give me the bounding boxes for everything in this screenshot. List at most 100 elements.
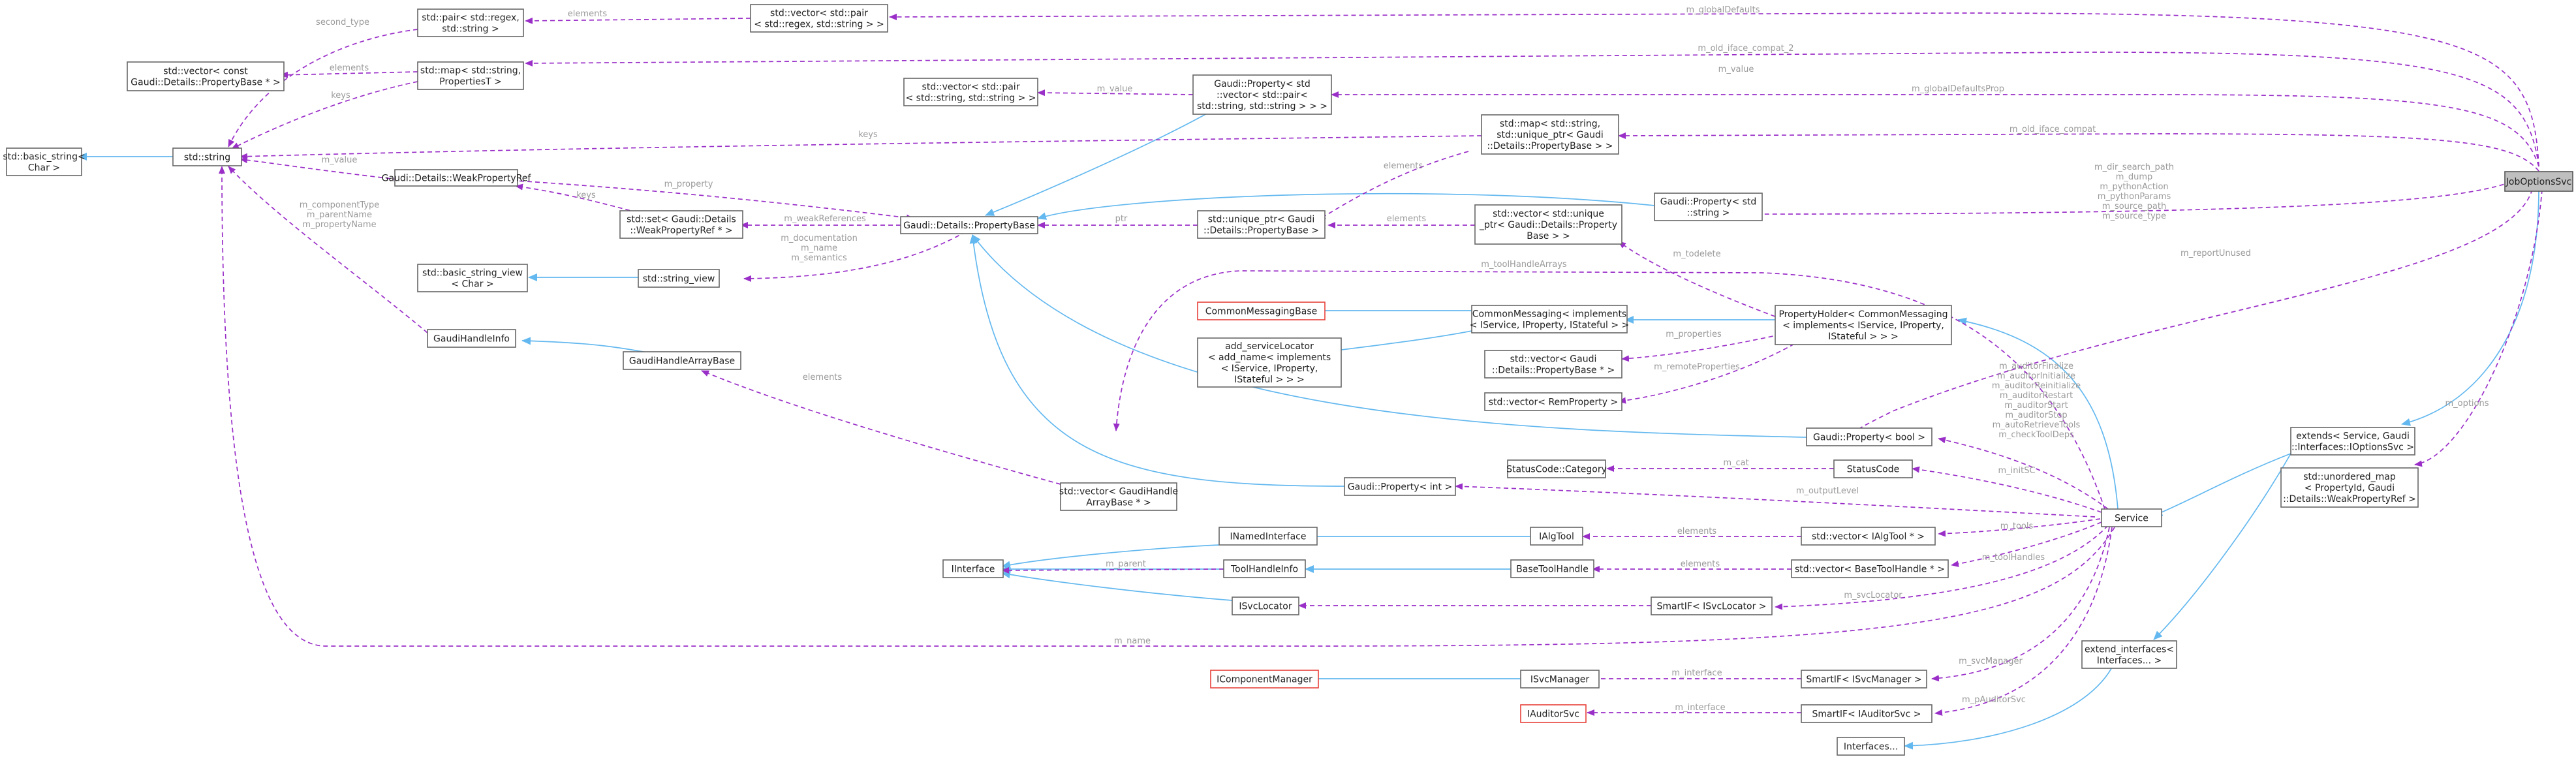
node-label-line: Char > xyxy=(28,163,60,174)
edge-label-todelete: m_todelete xyxy=(1673,249,1720,259)
node-label-line: std::string_view xyxy=(643,274,715,285)
class-node-iface[interactable]: IInterface xyxy=(942,559,1004,578)
class-node-statuscode[interactable]: StatusCode xyxy=(1833,459,1913,478)
class-node-cm-impl[interactable]: CommonMessaging< implements< IService, I… xyxy=(1470,305,1629,333)
edge-label-auditors: m_auditorInitialize xyxy=(1997,371,2075,381)
class-node-map-unique[interactable]: std::map< std::string,std::unique_ptr< G… xyxy=(1481,114,1619,155)
class-node-bsv[interactable]: std::basic_string_view< Char > xyxy=(417,264,528,292)
class-node-vec-pair-str[interactable]: std::vector< std::pair< std::string, std… xyxy=(903,78,1038,106)
class-node-prop-bool[interactable]: Gaudi::Property< bool > xyxy=(1806,427,1932,446)
edge-label-comp: m_componentType xyxy=(300,200,380,210)
node-box xyxy=(1197,210,1326,239)
class-node-vec-gdpb[interactable]: std::vector< Gaudi::Details::PropertyBas… xyxy=(1484,350,1622,379)
class-node-service[interactable]: Service xyxy=(2101,508,2162,527)
edge-use-auditors xyxy=(1938,437,2109,510)
edge-use-second-type xyxy=(228,29,418,147)
class-node-vec-remprop[interactable]: std::vector< RemProperty > xyxy=(1484,392,1622,411)
node-label-line: SmartIF< IAuditorSvc > xyxy=(1812,709,1921,720)
class-node-prop-int[interactable]: Gaudi::Property< int > xyxy=(1344,477,1456,496)
class-node-map-propT[interactable]: std::map< std::string,PropertiesT > xyxy=(417,61,524,90)
class-node-inamed[interactable]: INamedInterface xyxy=(1218,527,1318,546)
edge-inherit-jobopts-extends xyxy=(2401,189,2539,426)
node-label-line: std::unordered_map xyxy=(2303,472,2396,482)
class-node-iauditor[interactable]: IAuditorSvc xyxy=(1520,704,1587,723)
node-label-line: std::vector< GaudiHandle xyxy=(1059,487,1178,497)
edge-use-globaldefaults xyxy=(889,12,2539,167)
class-node-ialgtool[interactable]: IAlgTool xyxy=(1530,527,1583,546)
class-node-unique-pb[interactable]: std::unique_ptr< Gaudi::Details::Propert… xyxy=(1197,210,1326,239)
class-node-ifaces[interactable]: Interfaces... xyxy=(1837,737,1905,756)
node-label-line: ::Details::PropertyBase > > xyxy=(1487,141,1613,151)
edge-label-svcManager: m_svcManager xyxy=(1959,657,2023,666)
class-node-ghab[interactable]: GaudiHandleArrayBase xyxy=(623,351,741,370)
edge-label-value1: m_value xyxy=(1097,84,1133,94)
class-node-propbase[interactable]: Gaudi::Details::PropertyBase xyxy=(900,216,1038,234)
edge-label-elements5: elements xyxy=(803,373,843,382)
node-label-line: extend_interfaces< xyxy=(2085,645,2174,655)
class-node-vec-unique[interactable]: std::vector< std::unique_ptr< Gaudi::Det… xyxy=(1474,204,1622,245)
class-node-JobOptionsSvc[interactable]: JobOptionsSvc xyxy=(2504,171,2573,192)
class-node-pair-regex[interactable]: std::pair< std::regex,std::string > xyxy=(417,8,524,37)
node-label-line: std::string xyxy=(184,153,230,163)
class-node-bth[interactable]: BaseToolHandle xyxy=(1510,559,1594,578)
node-label-line: ToolHandleInfo xyxy=(1230,565,1298,575)
node-box xyxy=(417,8,524,37)
class-node-smart-mgr[interactable]: SmartIF< ISvcManager > xyxy=(1801,670,1927,689)
class-node-vec-pair-regex[interactable]: std::vector< std::pair< std::regex, std:… xyxy=(750,4,888,33)
node-label-line: std::vector< RemProperty > xyxy=(1489,397,1618,408)
node-box xyxy=(1192,74,1332,115)
class-node-ph[interactable]: PropertyHolder< CommonMessaging< impleme… xyxy=(1775,305,1952,345)
node-label-line: IAlgTool xyxy=(1539,532,1574,542)
node-label-line: ::vector< std::pair< xyxy=(1217,90,1308,101)
class-node-smart-loc[interactable]: SmartIF< ISvcLocator > xyxy=(1651,596,1773,615)
class-node-ext-ifaces[interactable]: extend_interfaces<Interfaces... > xyxy=(2081,640,2177,669)
class-node-prop-vec-pair[interactable]: Gaudi::Property< std::vector< std::pair<… xyxy=(1192,74,1332,115)
node-label-line: ::Details::WeakPropertyRef > xyxy=(2283,494,2416,504)
class-node-addsl[interactable]: add_serviceLocator< add_name< implements… xyxy=(1197,337,1342,388)
node-label-line: IInterface xyxy=(952,565,995,575)
node-label-line: SmartIF< ISvcLocator > xyxy=(1656,602,1766,612)
edge-inherit-propbool-propbase xyxy=(972,234,1807,438)
node-box xyxy=(1197,337,1342,388)
edge-use-tohandlearrays xyxy=(1113,270,2105,510)
node-box xyxy=(2504,171,2573,192)
class-node-string-view[interactable]: std::string_view xyxy=(638,269,720,288)
class-node-statuscat[interactable]: StatusCode::Category xyxy=(1506,459,1607,478)
class-node-isvcmgr[interactable]: ISvcManager xyxy=(1520,670,1600,689)
class-node-string[interactable]: std::string xyxy=(172,147,242,166)
class-node-vec-ghab[interactable]: std::vector< GaudiHandleArrayBase * > xyxy=(1059,482,1178,511)
edge-use-todelete xyxy=(1618,241,1776,317)
node-label-line: std::string, std::string > > > xyxy=(1197,101,1327,112)
class-node-set-weakref[interactable]: std::set< Gaudi::Details::WeakPropertyRe… xyxy=(619,210,743,239)
node-label-line: < add_name< implements xyxy=(1208,352,1331,363)
node-box xyxy=(1471,305,1628,333)
class-node-smart-aud[interactable]: SmartIF< IAuditorSvc > xyxy=(1801,704,1932,723)
edge-label-auditors: m_auditorReinitialize xyxy=(1992,381,2081,391)
class-node-umap[interactable]: std::unordered_map< PropertyId, Gaudi::D… xyxy=(2280,467,2419,508)
class-node-extends[interactable]: extends< Service, Gaudi::Interfaces::IOp… xyxy=(2290,427,2415,456)
node-label-line: std::vector< std::pair xyxy=(922,82,1020,93)
class-node-basic-string[interactable]: std::basic_string<Char > xyxy=(3,147,85,176)
edge-inherit-propvec-propbase xyxy=(985,109,1215,216)
class-node-cmb[interactable]: CommonMessagingBase xyxy=(1197,302,1326,320)
class-node-vec-ialgtool[interactable]: std::vector< IAlgTool * > xyxy=(1801,527,1936,546)
class-node-vec-const-pb[interactable]: std::vector< constGaudi::Details::Proper… xyxy=(127,61,285,91)
class-node-ghi[interactable]: GaudiHandleInfo xyxy=(427,329,516,348)
edge-use-keys2 xyxy=(240,135,1482,160)
edge-use-svcmanager xyxy=(1931,527,2110,682)
node-label-line: IComponentManager xyxy=(1217,675,1312,685)
class-node-vec-bth[interactable]: std::vector< BaseToolHandle * > xyxy=(1791,559,1949,578)
class-node-thi[interactable]: ToolHandleInfo xyxy=(1223,559,1306,578)
class-node-isvcloc[interactable]: ISvcLocator xyxy=(1232,596,1299,615)
edge-use-pauditorsvc xyxy=(1934,527,2113,716)
edge-label-initSC: m_initSC xyxy=(1998,466,2035,476)
edge-label-auditors: m_auditorStop xyxy=(2005,410,2067,420)
edge-label-weakref: m_weakReferences xyxy=(784,214,866,224)
node-box xyxy=(1520,670,1600,689)
node-label-line: Gaudi::Details::PropertyBase * > xyxy=(131,78,280,88)
edge-use-reportunused xyxy=(1850,189,2533,437)
node-label-line: ::Details::PropertyBase * > xyxy=(1492,365,1615,376)
class-node-weakref[interactable]: Gaudi::Details::WeakPropertyRef xyxy=(382,169,532,187)
class-node-icm[interactable]: IComponentManager xyxy=(1210,670,1319,689)
class-node-prop-string[interactable]: Gaudi::Property< std::string > xyxy=(1654,193,1763,221)
